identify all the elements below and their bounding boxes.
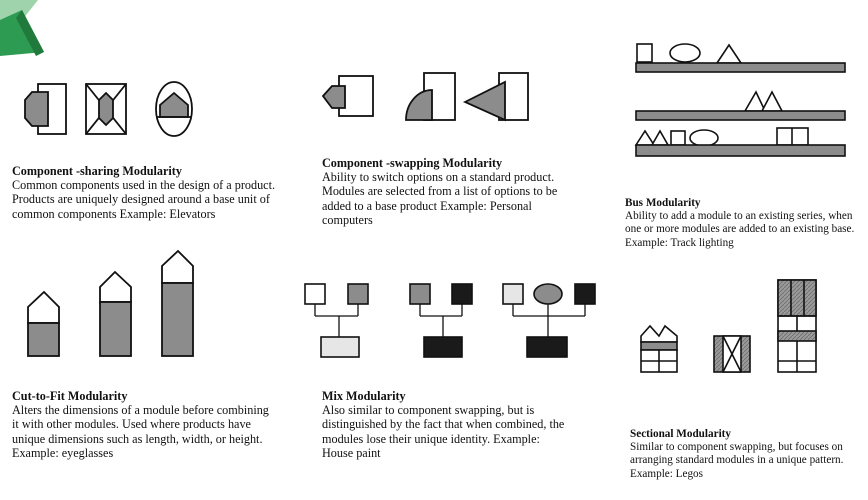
mix-title: Mix Modularity [322,389,406,403]
swapping-triangle [462,72,529,122]
component-sharing-title: Component -sharing Modularity [12,164,182,178]
component-swapping-illustration [321,72,529,122]
cut-house-medium [99,270,132,357]
sectional-tower [777,279,817,373]
bus-title: Bus Modularity [625,197,701,209]
cut-house-tall [161,249,194,357]
cut-to-fit-caption: Cut-to-Fit Modularity Alters the dimensi… [12,389,274,460]
component-swapping-caption: Component -swapping Modularity Ability t… [322,156,584,227]
cut-to-fit-title: Cut-to-Fit Modularity [12,389,128,403]
swapping-quarter-circle [405,72,456,121]
mix-description: Also similar to component swapping, but … [322,403,565,460]
sectional-title: Sectional Modularity [630,428,731,440]
sharing-rect-pentagon [24,83,67,135]
sectional-crossed-box [713,335,751,373]
component-sharing-caption: Component -sharing Modularity Common com… [12,164,280,221]
mix-caption: Mix Modularity Also similar to component… [322,389,568,460]
mix-group-1 [304,283,369,358]
cut-to-fit-description: Alters the dimensions of a module before… [12,403,269,460]
swapping-pentagon [321,75,374,117]
mix-illustration [304,283,596,358]
cut-to-fit-illustration [27,249,194,357]
component-swapping-description: Ability to switch options on a standard … [322,170,558,227]
corner-swoosh-decoration [0,0,44,56]
sharing-ellipse [155,81,193,137]
sectional-caption: Sectional Modularity Similar to componen… [630,428,850,481]
sectional-house [640,324,678,373]
bus-illustration [634,43,846,157]
bus-caption: Bus Modularity Ability to add a module t… [625,197,861,250]
cut-house-short [27,290,60,357]
mix-group-2 [409,283,473,358]
sharing-hourglass [85,83,127,135]
component-sharing-illustration [24,81,193,137]
mix-group-3 [502,283,596,358]
sectional-description: Similar to component swapping, but focus… [630,441,844,480]
component-swapping-title: Component -swapping Modularity [322,156,503,170]
component-sharing-description: Common components used in the design of … [12,178,276,221]
bus-description: Ability to add a module to an existing s… [625,210,855,249]
sectional-illustration [640,279,817,373]
